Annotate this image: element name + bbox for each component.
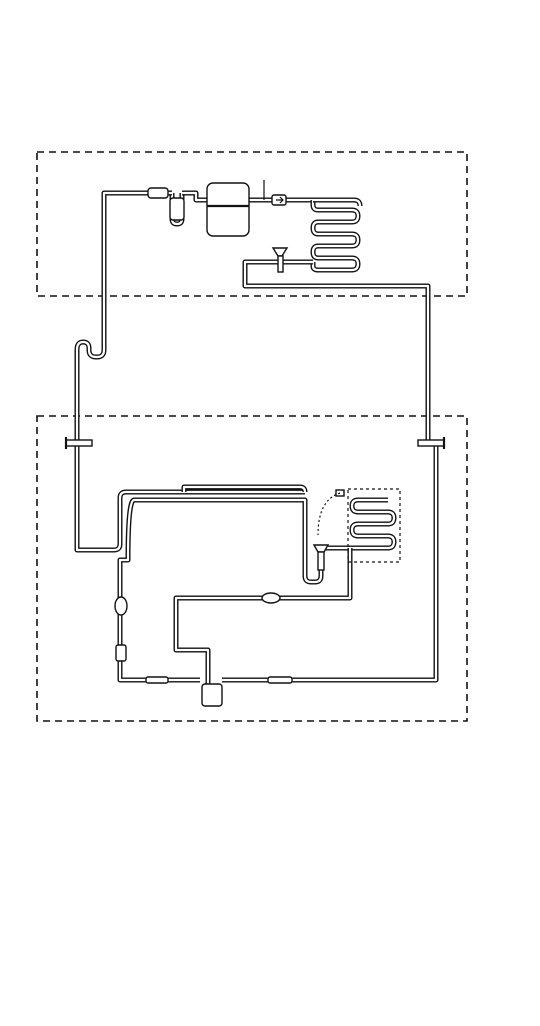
liquid-connection-icon — [418, 440, 444, 446]
indoor-valve-body-icon — [318, 552, 324, 570]
refrigerant-piping — [77, 193, 436, 690]
suction-filter-icon — [146, 677, 168, 683]
receiver-icon — [202, 684, 222, 706]
compressor-icon — [207, 183, 249, 236]
sight-glass-icon — [115, 597, 127, 615]
filter-icon — [148, 188, 168, 198]
liquid-filter-icon — [268, 677, 292, 683]
expansion-valve-icon — [273, 248, 287, 256]
indoor-expansion-valve-icon — [314, 545, 328, 552]
moisture-indicator-icon — [262, 593, 280, 603]
accumulator-icon — [170, 198, 184, 220]
capillary-line — [318, 493, 340, 535]
filter-drier-icon — [116, 645, 126, 661]
gas-connection-icon — [66, 440, 92, 446]
valve-stem-icon — [278, 256, 283, 272]
indoor-unit-boundary — [37, 416, 467, 721]
